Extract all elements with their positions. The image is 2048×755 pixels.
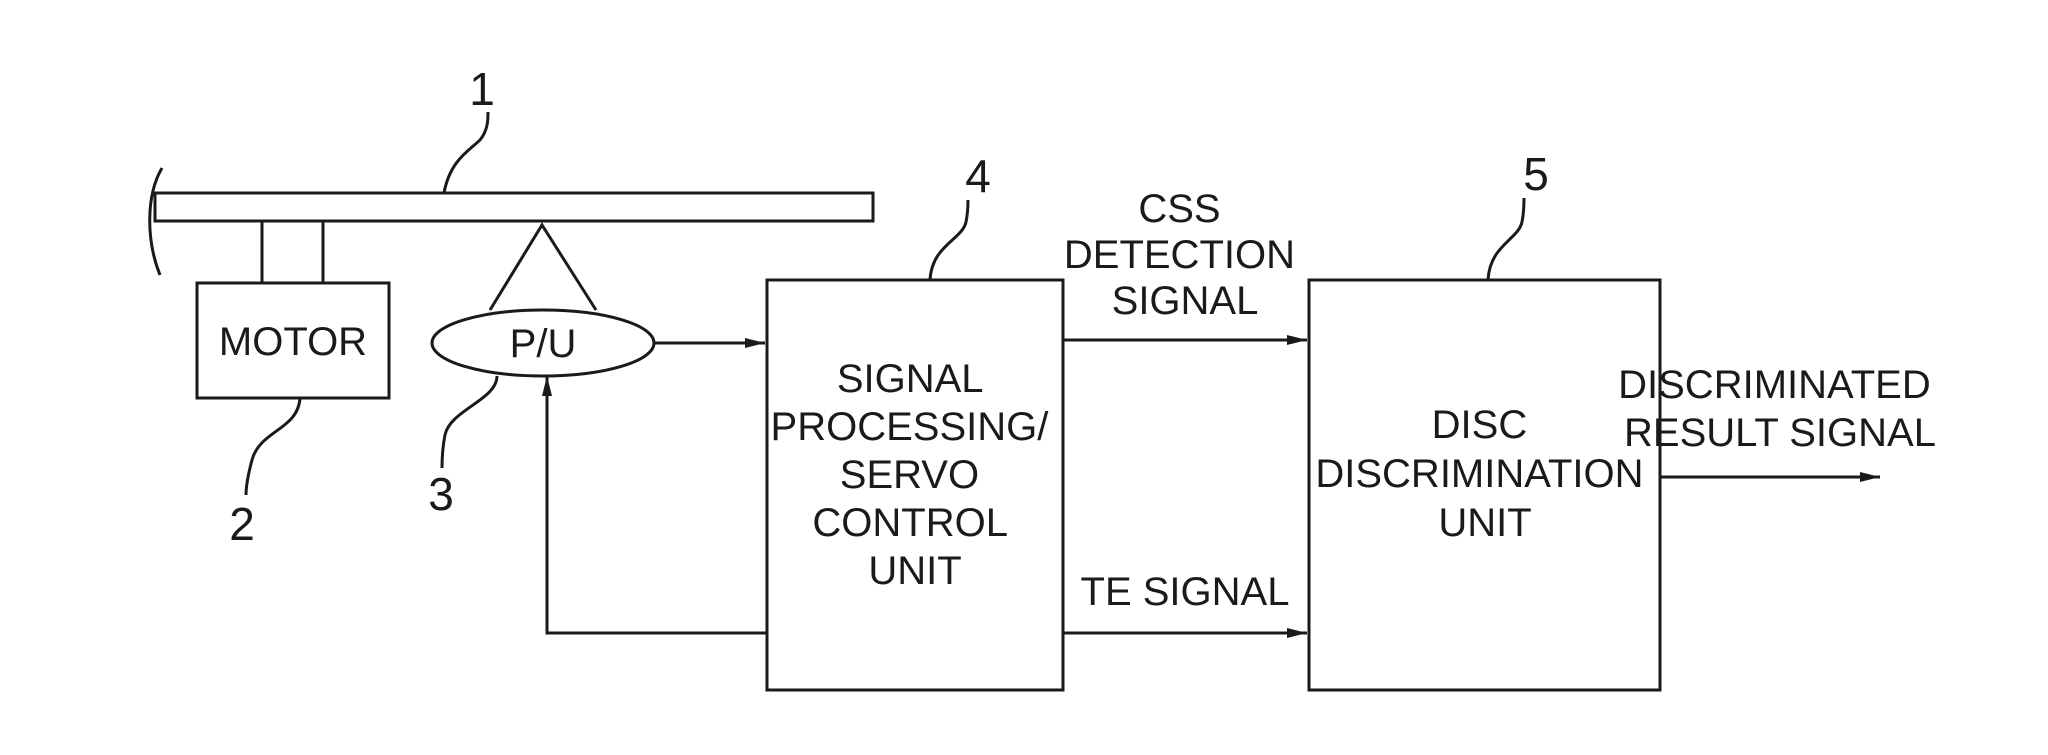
motor-shaft: [262, 221, 323, 283]
pickup-ref-number: 3: [428, 468, 454, 520]
discriminated-result-signal-label: DISCRIMINATED RESULT SIGNAL: [1618, 363, 1942, 455]
disc-ref-leader: [444, 112, 488, 193]
signal-unit-label: SIGNAL PROCESSING/ SERVO CONTROL UNIT: [771, 357, 1060, 593]
disc-ref-number: 1: [469, 63, 495, 115]
pickup-ref-leader: [442, 376, 497, 468]
signal-unit-ref-number: 4: [965, 150, 991, 202]
te-signal-label: TE SIGNAL: [1081, 570, 1290, 614]
disc-discrimination-unit-label: DISC DISCRIMINATION UNIT: [1315, 403, 1654, 545]
motor-ref-leader: [246, 398, 300, 495]
disc: [155, 193, 873, 221]
pickup-beam-triangle: [490, 225, 596, 310]
motor-ref-number: 2: [229, 498, 255, 550]
css-detection-signal-label: CSS DETECTION SIGNAL: [1064, 187, 1306, 323]
discrimination-unit-ref-number: 5: [1523, 148, 1549, 200]
arrow-servo-feedback-to-pickup: [547, 376, 767, 633]
signal-unit-ref-leader: [930, 200, 968, 280]
discrimination-unit-ref-leader: [1488, 198, 1524, 280]
pickup-label: P/U: [510, 322, 577, 366]
motor-label: MOTOR: [219, 320, 367, 364]
